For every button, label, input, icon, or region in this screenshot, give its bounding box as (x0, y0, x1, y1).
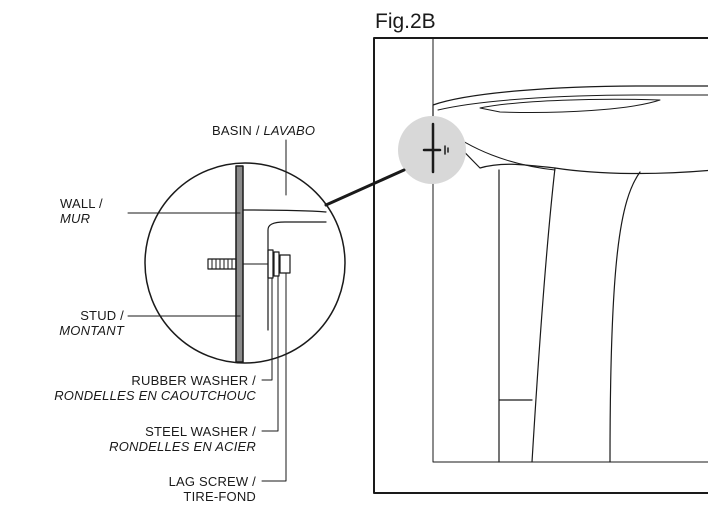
figure-title: Fig.2B (375, 10, 436, 33)
detail-lag-screw-threads (211, 258, 233, 270)
detail-basin-edge (242, 209, 327, 331)
label-rubber-washer: RUBBER WASHER / RONDELLES EN CAOUTCHOUC (40, 373, 256, 403)
label-wall-en: WALL / (60, 196, 103, 211)
sink-bowl-inner (479, 98, 661, 113)
label-rubber-washer-en: RUBBER WASHER / (131, 373, 256, 388)
sink-basin-rim (437, 94, 708, 111)
label-steel-washer: STEEL WASHER / RONDELLES EN ACIER (40, 424, 256, 454)
detail-steel-washer (273, 251, 280, 277)
detail-wall (235, 165, 244, 363)
inner-wall-outline (432, 37, 708, 463)
detail-rubber-washer (267, 249, 274, 279)
detail-circle (144, 162, 346, 364)
leader-steel-washer (261, 275, 279, 432)
label-stud-fr: MONTANT (59, 323, 124, 338)
label-basin-en: BASIN / (212, 123, 260, 138)
label-lag-screw-en: LAG SCREW / (168, 474, 256, 489)
label-lag-screw-fr: TIRE-FOND (183, 489, 256, 504)
label-lag-screw: LAG SCREW / TIRE-FOND (40, 474, 256, 504)
label-stud-en: STUD / (80, 308, 124, 323)
label-steel-washer-en: STEEL WASHER / (145, 424, 256, 439)
leader-lag-screw (261, 272, 287, 482)
detail-screw-head (279, 254, 291, 274)
label-wall-fr: MUR (60, 211, 91, 226)
detail-connector (324, 168, 406, 207)
label-wall: WALL / MUR (60, 196, 103, 226)
label-basin: BASIN / LAVABO (212, 123, 315, 138)
label-rubber-washer-fr: RONDELLES EN CAOUTCHOUC (54, 388, 256, 403)
leader-rubber-washer (261, 277, 273, 381)
figure-frame (373, 37, 708, 494)
label-basin-fr: LAVABO (263, 123, 316, 138)
sink-basin (432, 85, 708, 175)
label-stud: STUD / MONTANT (20, 308, 124, 338)
label-steel-washer-fr: RONDELLES EN ACIER (109, 439, 256, 454)
sink-pedestal (498, 167, 556, 463)
detail-lag-screw (207, 258, 237, 270)
mount-washer-mark (444, 145, 449, 155)
sink-pedestal-right (609, 171, 641, 463)
